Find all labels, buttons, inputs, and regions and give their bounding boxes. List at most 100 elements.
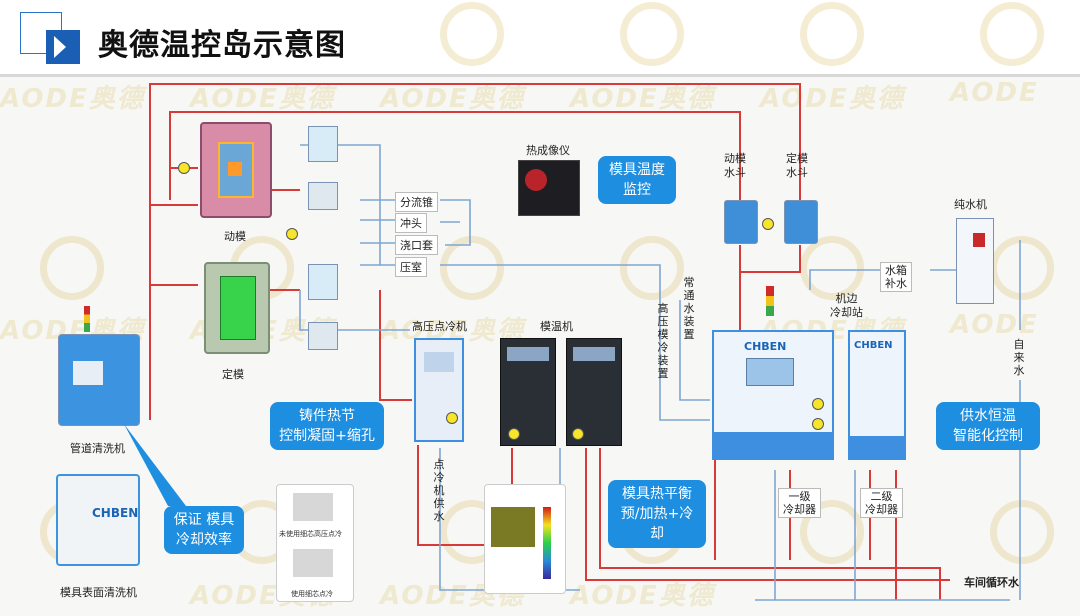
signal-tower-icon [766, 286, 774, 316]
camera-lens [525, 169, 547, 191]
moving-mold-core [218, 142, 254, 198]
watermark-ring-icon [620, 236, 684, 300]
watermark-text: AODE奥德 [190, 84, 335, 114]
colorbar-icon [543, 507, 551, 579]
hot-pipe [417, 445, 490, 546]
sim-part-image [491, 507, 535, 547]
distributor-box [308, 182, 338, 210]
hp-point-cooler [414, 338, 464, 442]
pipe-cleaner-machine [58, 334, 140, 426]
hot-pipe [740, 245, 801, 273]
thermal-camera-label: 热成像仪 [526, 144, 570, 157]
secondary-temp-unit: CHBEN [848, 330, 906, 460]
primary-cooler-tag: 一级 冷却器 [778, 488, 821, 518]
fixed-mold [204, 262, 270, 354]
callout-constant-temp: 供水恒温 智能化控制 [936, 402, 1040, 450]
hp-cooling-label: 高压模冷装置 [657, 302, 669, 380]
callout-mold-monitor: 模具温度 监控 [598, 156, 676, 204]
marker-icon [286, 228, 298, 240]
pure-water-display [973, 233, 985, 247]
port-tag: 冲头 [395, 213, 427, 233]
watermark-text: AODE奥德 [570, 84, 715, 114]
watermark-ring-icon [800, 2, 864, 66]
moving-mold-gate [228, 162, 242, 176]
hp-point-cooler-label: 高压点冷机 [412, 320, 467, 333]
cold-pipe [440, 264, 710, 421]
surface-cleaner-brand: CHBEN [92, 506, 139, 520]
watermark-text: AODE奥德 [380, 316, 525, 346]
secondary-unit-base [850, 436, 904, 458]
signal-tower-icon [84, 306, 90, 332]
main-unit-screen [746, 358, 794, 386]
pure-water-machine [956, 218, 994, 304]
cleaner-panel [73, 361, 103, 385]
watermark-text: AODE奥德 [570, 581, 715, 611]
hot-pipe [585, 448, 950, 581]
caption-after: 使用细芯点冷 [291, 590, 333, 598]
hot-pipe [169, 111, 741, 200]
fixed-hopper-label: 定模 水斗 [786, 152, 808, 179]
casting-before-image [293, 493, 333, 521]
watermark-text: AODE奥德 [380, 84, 525, 114]
main-unit-brand: CHBEN [744, 340, 787, 353]
title-bar: 奥德温控岛示意图 [0, 0, 1080, 74]
distributor-box [308, 322, 338, 350]
cold-pipe [440, 199, 471, 246]
marker-icon [812, 418, 824, 430]
station-label: 机边 冷却站 [830, 292, 863, 319]
hot-pipe [599, 448, 941, 600]
thermal-sim-panel [484, 484, 566, 594]
marker-icon [446, 412, 458, 424]
port-tag: 压室 [395, 257, 427, 277]
secondary-cooler-tag: 二级 冷却器 [860, 488, 903, 518]
watermark-ring-icon [440, 236, 504, 300]
mold-temp-machine-1 [500, 338, 556, 446]
aode-logo-icon [46, 30, 80, 64]
pipe-cleaner-label: 管道清洗机 [70, 442, 125, 455]
callout-cleaning: 保证 模具 冷却效率 [164, 506, 244, 554]
cold-pipe [299, 290, 410, 331]
port-tag: 浇口套 [395, 235, 438, 255]
point-cooler-supply-label: 点冷机供水 [433, 458, 445, 523]
watermark-ring-icon [990, 500, 1054, 564]
moving-hopper-label: 动模 水斗 [724, 152, 746, 179]
hot-pipe [379, 290, 412, 401]
watermark-text: AODE [950, 310, 1039, 340]
thermal-camera-icon [518, 160, 580, 216]
tap-water-label: 自来水 [1013, 338, 1025, 377]
hp-cooler-screen [424, 352, 454, 372]
watermark-ring-icon [620, 2, 684, 66]
watermark-text: AODE奥德 [760, 84, 905, 114]
fixed-mold-core [220, 276, 256, 340]
pure-water-label: 纯水机 [954, 198, 987, 211]
marker-icon [572, 428, 584, 440]
marker-icon [812, 398, 824, 410]
tank-refill-tag: 水箱 补水 [880, 262, 912, 292]
fixed-hopper [784, 200, 818, 244]
watermark-text: AODE奥德 [380, 581, 525, 611]
watermark-ring-icon [980, 2, 1044, 66]
marker-icon [762, 218, 774, 230]
mtm-panel [507, 347, 549, 361]
distributor-box [308, 126, 338, 162]
mtm-panel [573, 347, 615, 361]
marker-icon [178, 162, 190, 174]
watermark-ring-icon [40, 236, 104, 300]
workshop-water-label: 车间循环水 [964, 576, 1019, 589]
caption-before: 未使用细芯高压点冷 [279, 530, 342, 538]
moving-mold-label: 动模 [224, 230, 246, 243]
watermark-text: AODE奥德 [0, 84, 145, 114]
moving-mold [200, 122, 272, 218]
normal-cooling-label: 常通水装置 [683, 276, 695, 341]
mold-temp-machine-label: 模温机 [540, 320, 573, 333]
port-tag: 分流锥 [395, 192, 438, 212]
cold-pipe [809, 269, 880, 290]
watermark-ring-icon [800, 500, 864, 564]
distributor-box [308, 264, 338, 300]
surface-cleaner-machine: CHBEN [56, 474, 140, 566]
watermark-ring-icon [440, 2, 504, 66]
marker-icon [508, 428, 520, 440]
secondary-unit-brand: CHBEN [854, 340, 893, 351]
page-title: 奥德温控岛示意图 [98, 28, 346, 63]
